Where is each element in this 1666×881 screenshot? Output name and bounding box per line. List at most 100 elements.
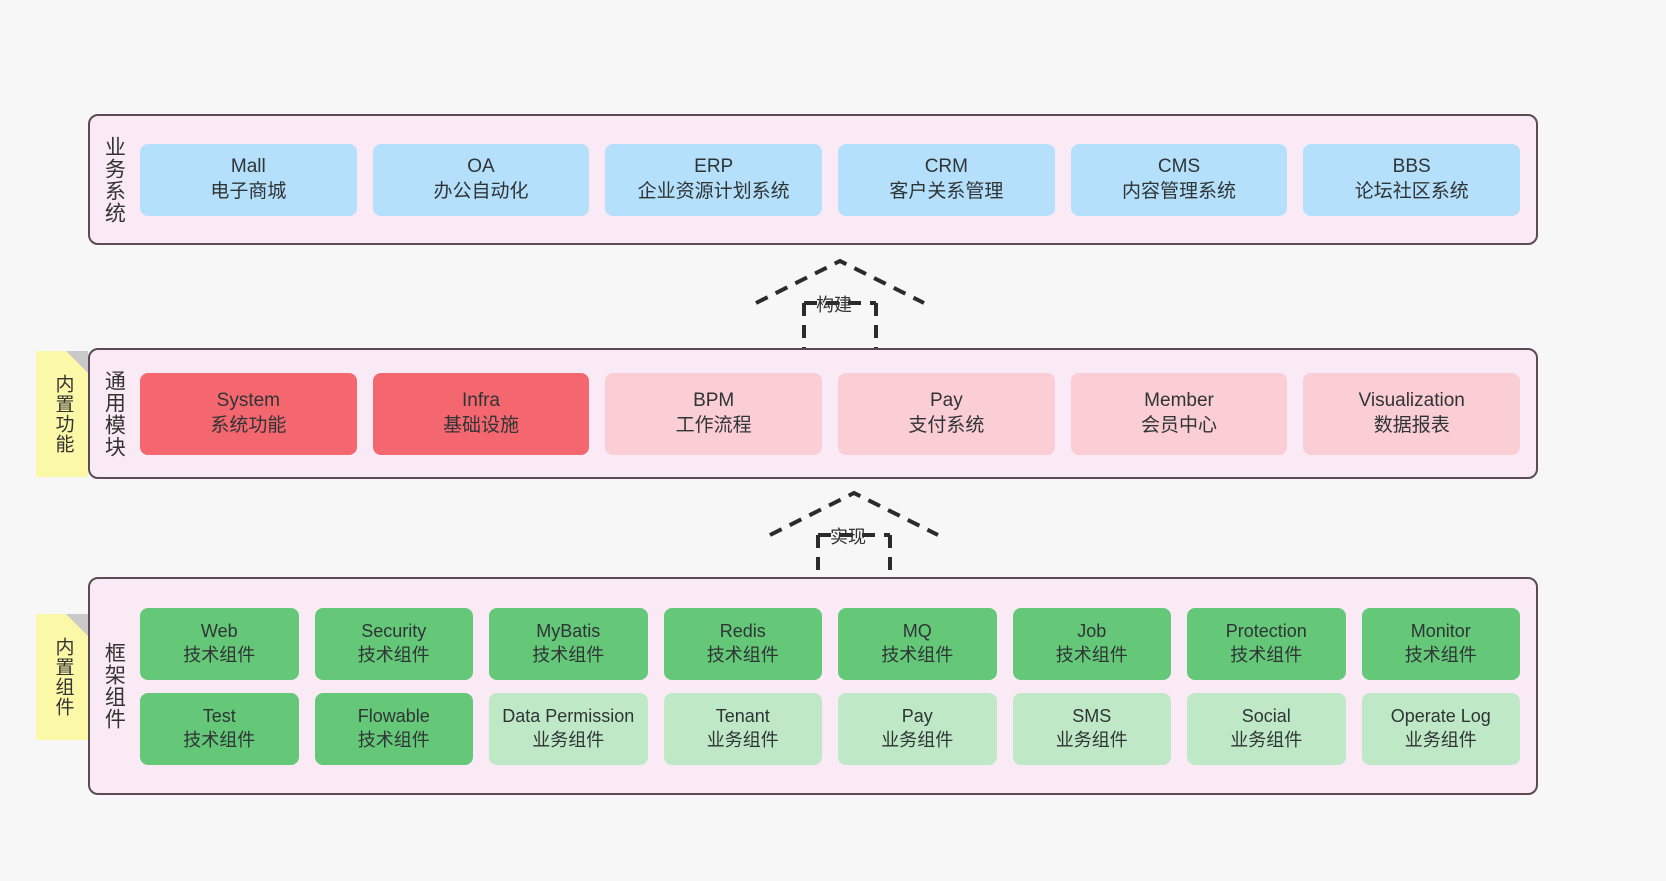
module-card-pay-desc: 支付系统	[908, 414, 985, 436]
generalization-arrowhead-build	[755, 258, 925, 305]
module-card-pay[interactable]: Pay 支付系统	[838, 372, 1055, 455]
business-card-mall-desc: 电子商城	[210, 180, 287, 202]
framework-components-row-1: Web 技术组件 Security 技术组件 MyBatis 技术组件 Redi…	[140, 607, 1520, 680]
module-card-infra-name: Infra	[461, 390, 501, 412]
component-card-flowable[interactable]: Flowable 技术组件	[314, 692, 473, 765]
component-card-tenant-desc: 业务组件	[706, 729, 779, 750]
component-card-test-desc: 技术组件	[183, 729, 256, 750]
business-card-erp-name: ERP	[694, 156, 734, 178]
component-card-operate-log[interactable]: Operate Log 业务组件	[1361, 692, 1520, 765]
component-card-sms-desc: 业务组件	[1055, 729, 1128, 750]
component-card-pay[interactable]: Pay 业务组件	[838, 692, 997, 765]
layer-business-system-title: 业务系统	[102, 135, 126, 224]
component-card-web-desc: 技术组件	[183, 644, 256, 665]
component-card-mq-desc: 技术组件	[881, 644, 954, 665]
module-card-member-desc: 会员中心	[1141, 414, 1218, 436]
module-card-member-name: Member	[1144, 390, 1214, 412]
business-card-oa-name: OA	[467, 156, 495, 178]
component-card-test[interactable]: Test 技术组件	[140, 692, 299, 765]
component-card-mybatis-desc: 技术组件	[532, 644, 605, 665]
business-card-cms-name: CMS	[1157, 156, 1201, 178]
module-card-visualization[interactable]: Visualization 数据报表	[1303, 372, 1521, 455]
component-card-redis-name: Redis	[719, 621, 766, 642]
layer-business-system-body: Mall 电子商城 OA 办公自动化 ERP 企业资源计划系统 CRM 客户关系…	[136, 116, 1536, 243]
layer-business-system: 业务系统 Mall 电子商城 OA 办公自动化 ERP 企业资源计划系统 CRM…	[88, 114, 1538, 245]
layer-framework-components-title: 框架组件	[102, 642, 126, 730]
module-card-infra-desc: 基础设施	[443, 414, 520, 436]
component-card-protection-name: Protection	[1225, 621, 1307, 642]
component-card-test-name: Test	[202, 706, 236, 727]
module-card-bpm-name: BPM	[693, 390, 735, 412]
module-card-visualization-name: Visualization	[1358, 390, 1465, 412]
sticky-note-builtin-components-label: 内置组件	[52, 637, 74, 717]
business-card-cms[interactable]: CMS 内容管理系统	[1070, 143, 1288, 216]
business-card-crm[interactable]: CRM 客户关系管理	[838, 143, 1055, 216]
component-card-operate-log-desc: 业务组件	[1404, 729, 1477, 750]
module-card-pay-name: Pay	[929, 390, 963, 412]
component-card-security-desc: 技术组件	[357, 644, 430, 665]
module-card-bpm-desc: 工作流程	[675, 414, 752, 436]
layer-framework-components-body: Web 技术组件 Security 技术组件 MyBatis 技术组件 Redi…	[136, 579, 1536, 793]
business-card-erp[interactable]: ERP 企业资源计划系统	[605, 143, 823, 216]
component-card-web[interactable]: Web 技术组件	[140, 607, 299, 680]
business-card-oa[interactable]: OA 办公自动化	[372, 143, 590, 216]
component-card-social[interactable]: Social 业务组件	[1187, 692, 1346, 765]
business-card-erp-desc: 企业资源计划系统	[637, 180, 790, 202]
component-card-mybatis[interactable]: MyBatis 技术组件	[489, 607, 648, 680]
component-card-redis-desc: 技术组件	[706, 644, 779, 665]
module-card-visualization-desc: 数据报表	[1373, 414, 1450, 436]
component-card-tenant-name: Tenant	[715, 706, 770, 727]
component-card-pay-name: Pay	[901, 706, 933, 727]
module-card-system-name: System	[216, 390, 281, 412]
generalization-arrowhead-implement	[769, 490, 939, 537]
component-card-data-permission-name: Data Permission	[502, 706, 635, 727]
component-card-tenant[interactable]: Tenant 业务组件	[663, 692, 822, 765]
component-card-data-permission[interactable]: Data Permission 业务组件	[489, 692, 648, 765]
business-card-cms-desc: 内容管理系统	[1122, 180, 1237, 202]
component-card-operate-log-name: Operate Log	[1390, 706, 1491, 727]
sticky-note-builtin-components: 内置组件	[36, 614, 88, 740]
connector-build: 构建	[752, 257, 928, 349]
component-card-redis[interactable]: Redis 技术组件	[663, 607, 822, 680]
layer-common-modules-title: 通用模块	[102, 369, 126, 458]
component-card-sms-name: SMS	[1072, 706, 1112, 727]
business-card-crm-name: CRM	[924, 156, 968, 178]
component-card-sms[interactable]: SMS 业务组件	[1012, 692, 1171, 765]
sticky-note-builtin-features-label: 内置功能	[52, 374, 74, 454]
module-card-bpm[interactable]: BPM 工作流程	[605, 372, 823, 455]
component-card-job-name: Job	[1077, 621, 1107, 642]
component-card-flowable-desc: 技术组件	[357, 729, 430, 750]
business-card-mall[interactable]: Mall 电子商城	[140, 143, 357, 216]
component-card-protection[interactable]: Protection 技术组件	[1187, 607, 1346, 680]
component-card-web-name: Web	[200, 621, 238, 642]
business-system-row: Mall 电子商城 OA 办公自动化 ERP 企业资源计划系统 CRM 客户关系…	[140, 143, 1521, 216]
component-card-protection-desc: 技术组件	[1230, 644, 1303, 665]
business-card-bbs-desc: 论坛社区系统	[1354, 180, 1469, 202]
module-card-member[interactable]: Member 会员中心	[1070, 372, 1288, 455]
component-card-job[interactable]: Job 技术组件	[1012, 607, 1171, 680]
component-card-mq[interactable]: MQ 技术组件	[838, 607, 997, 680]
component-card-social-desc: 业务组件	[1230, 729, 1303, 750]
module-card-system[interactable]: System 系统功能	[140, 372, 357, 455]
component-card-security[interactable]: Security 技术组件	[314, 607, 473, 680]
connector-implement-label: 实现	[830, 527, 866, 547]
layer-framework-components: 框架组件 Web 技术组件 Security 技术组件 MyBatis 技术组件…	[88, 577, 1538, 795]
sticky-note-builtin-features: 内置功能	[36, 351, 88, 477]
business-card-mall-name: Mall	[230, 156, 266, 178]
layer-common-modules-body: System 系统功能 Infra 基础设施 BPM 工作流程 Pay 支付系统…	[136, 350, 1536, 477]
module-card-infra[interactable]: Infra 基础设施	[372, 372, 590, 455]
component-card-monitor-desc: 技术组件	[1404, 644, 1477, 665]
component-card-data-permission-desc: 业务组件	[532, 729, 605, 750]
layer-common-modules: 通用模块 System 系统功能 Infra 基础设施 BPM 工作流程 Pay…	[88, 348, 1538, 479]
component-card-security-name: Security	[361, 621, 427, 642]
component-card-flowable-name: Flowable	[357, 706, 430, 727]
business-card-crm-desc: 客户关系管理	[889, 180, 1004, 202]
component-card-social-name: Social	[1241, 706, 1291, 727]
component-card-mq-name: MQ	[902, 621, 932, 642]
component-card-monitor[interactable]: Monitor 技术组件	[1361, 607, 1520, 680]
component-card-pay-desc: 业务组件	[881, 729, 954, 750]
business-card-bbs[interactable]: BBS 论坛社区系统	[1303, 143, 1521, 216]
connector-build-label: 构建	[816, 295, 852, 315]
business-card-bbs-name: BBS	[1392, 156, 1431, 178]
